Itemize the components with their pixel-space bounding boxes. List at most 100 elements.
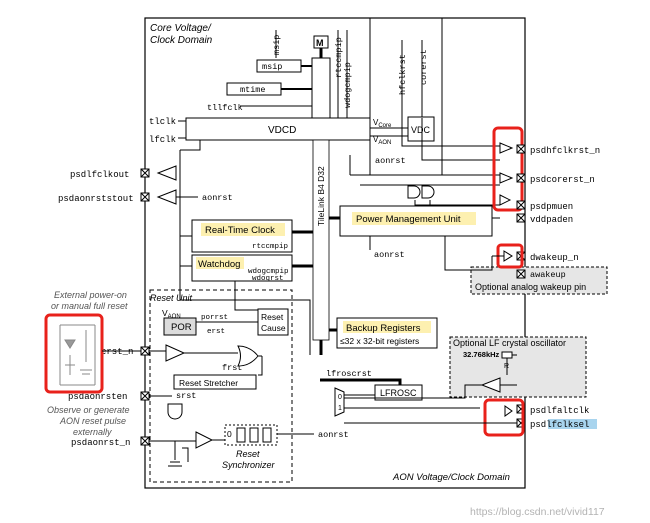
reset-sync-2: Synchronizer bbox=[222, 460, 276, 470]
core-domain-title-1: Core Voltage/ bbox=[150, 23, 212, 34]
aonrst-top: aonrst bbox=[375, 156, 406, 166]
lfclksel-highlight bbox=[548, 419, 597, 429]
watchdog-label-bg bbox=[196, 257, 244, 269]
observe-2: AON reset pulse bbox=[59, 416, 126, 426]
m-label: M bbox=[316, 38, 324, 48]
lfroscrst-label: lfroscrst bbox=[326, 369, 372, 379]
wdogrst-label: wdogrst bbox=[252, 275, 284, 283]
reset-sync-1: Reset bbox=[236, 449, 260, 459]
or-gate bbox=[237, 345, 259, 367]
tilelink-bus bbox=[312, 139, 330, 341]
pin-psdlfaltclk: psdlfaltclk bbox=[530, 406, 589, 416]
core-domain-title-2: Clock Domain bbox=[150, 35, 213, 46]
pin-psdaonrsten: psdaonrsten bbox=[68, 392, 127, 402]
observe-1: Observe or generate bbox=[47, 405, 130, 415]
aonrst-left: aonrst bbox=[202, 193, 233, 203]
pin-psdlfclksel: psdlfclksel bbox=[530, 420, 589, 430]
rtc-label: Real-Time Clock bbox=[205, 225, 275, 236]
aonrst-pmu: aonrst bbox=[374, 250, 405, 260]
vdcd-label: VDCD bbox=[268, 125, 296, 136]
erst-label: erst bbox=[207, 328, 225, 336]
zero-label: 0 bbox=[227, 429, 232, 439]
lfrosc-label: LFROSC bbox=[380, 388, 417, 398]
watchdog-label: Watchdog bbox=[198, 259, 240, 270]
por-block bbox=[163, 317, 197, 336]
reset-cause-2: Cause bbox=[261, 323, 286, 333]
vertical-signals: msip rtccmpip wdogcmpip hfclkrst corerst bbox=[272, 35, 429, 108]
red-box-bottom-right bbox=[483, 398, 525, 437]
vsig-rtccmpip: rtccmpip bbox=[334, 37, 344, 78]
register-bus bbox=[311, 57, 331, 119]
mtime-label: mtime bbox=[240, 85, 266, 95]
por-label: POR bbox=[171, 322, 192, 333]
pmu-label-bg bbox=[352, 212, 476, 225]
red-box-top-right bbox=[492, 126, 524, 212]
vsig-msip: msip bbox=[272, 35, 282, 55]
tlclk-label: tlclk bbox=[149, 117, 176, 127]
reset-cause-block bbox=[257, 308, 289, 336]
vaon-reset: VAON bbox=[162, 308, 181, 320]
and-gate-1 bbox=[407, 185, 421, 199]
wdogcmpip-label: wdogcmpip bbox=[248, 268, 289, 276]
watermark: https://blog.csdn.net/vivid117 bbox=[470, 506, 605, 518]
pin-dwakeup-n: dwakeup_n bbox=[530, 253, 579, 263]
external-reset-circuit bbox=[59, 324, 96, 386]
mux-1: 1 bbox=[338, 405, 342, 412]
pin-psdaonrststout: psdaonrststout bbox=[58, 194, 134, 204]
ext-power-2: or manual full reset bbox=[51, 301, 128, 311]
lf-crystal-label: Optional LF crystal oscillator bbox=[453, 338, 566, 348]
pin-psdaonrst-n: psdaonrst_n bbox=[71, 438, 130, 448]
vaon-label: VAON bbox=[373, 135, 391, 146]
pin-psdhfclkrst-n: psdhfclkrst_n bbox=[530, 146, 600, 156]
backup-label-2: ≤32 x 32-bit registers bbox=[340, 336, 419, 346]
pin-psdcorerst-n: psdcorerst_n bbox=[530, 175, 595, 185]
pin-erst-n: erst_n bbox=[101, 347, 133, 357]
vdc-block bbox=[407, 116, 435, 142]
srst-label: srst bbox=[176, 391, 196, 401]
vcore-label: VCore bbox=[373, 118, 392, 129]
lfclkout-buffer bbox=[156, 165, 177, 181]
reset-stretcher-label: Reset Stretcher bbox=[179, 378, 238, 388]
vsig-wdogcmpip: wdogcmpip bbox=[343, 62, 353, 108]
ext-power-1: External power-on bbox=[54, 290, 127, 300]
and-gate-2 bbox=[421, 185, 435, 199]
reset-stretcher-block bbox=[173, 374, 257, 390]
analog-wakeup-label: Optional analog wakeup pin bbox=[475, 282, 586, 292]
vsig-hfclkrst: hfclkrst bbox=[398, 54, 408, 95]
aon-domain-title: AON Voltage/Clock Domain bbox=[392, 472, 510, 483]
reset-unit-border bbox=[149, 289, 293, 483]
tilelink-label: TileLink B4 D32 bbox=[316, 166, 326, 226]
pin-vddpaden: vddpaden bbox=[530, 215, 573, 225]
vdcd-block bbox=[185, 117, 371, 141]
reset-unit-label: Reset Unit bbox=[150, 293, 193, 303]
pin-psdlfclkout: psdlfclkout bbox=[70, 170, 129, 180]
porrst-label: porrst bbox=[201, 314, 228, 322]
pin-psdpmuen: psdpmuen bbox=[530, 202, 573, 212]
frst-label: frst bbox=[222, 363, 242, 373]
awakeup-label: awakeup bbox=[530, 270, 566, 280]
clock-mux bbox=[334, 387, 345, 417]
red-box-external-reset bbox=[44, 313, 104, 394]
backup-label-bg bbox=[343, 321, 431, 333]
aon-domain-border bbox=[144, 17, 526, 489]
mux-0: 0 bbox=[338, 394, 342, 401]
observe-3: externally bbox=[73, 427, 112, 437]
reset-cause-1: Reset bbox=[261, 312, 284, 322]
schmitt-trigger-2 bbox=[195, 431, 214, 449]
freq-label: 32.768kHz bbox=[463, 350, 500, 359]
lfclk-label: lfclk bbox=[149, 135, 176, 145]
msip-label: msip bbox=[262, 62, 282, 72]
rtc-label-bg bbox=[201, 223, 285, 236]
aonrst-sync: aonrst bbox=[318, 430, 349, 440]
schmitt-trigger-1 bbox=[165, 344, 186, 362]
tllfclk-label: tllfclk bbox=[207, 103, 243, 113]
lfrosc-block bbox=[374, 384, 423, 401]
reset-sync-block bbox=[224, 424, 278, 446]
rtccmpip-label: rtccmpip bbox=[252, 243, 288, 251]
vsig-corerst: corerst bbox=[419, 49, 429, 85]
vdc-label: VDC bbox=[411, 125, 431, 135]
pmu-label: Power Management Unit bbox=[356, 214, 461, 225]
backup-label-1: Backup Registers bbox=[346, 323, 421, 334]
analog-wakeup-box bbox=[470, 266, 608, 295]
